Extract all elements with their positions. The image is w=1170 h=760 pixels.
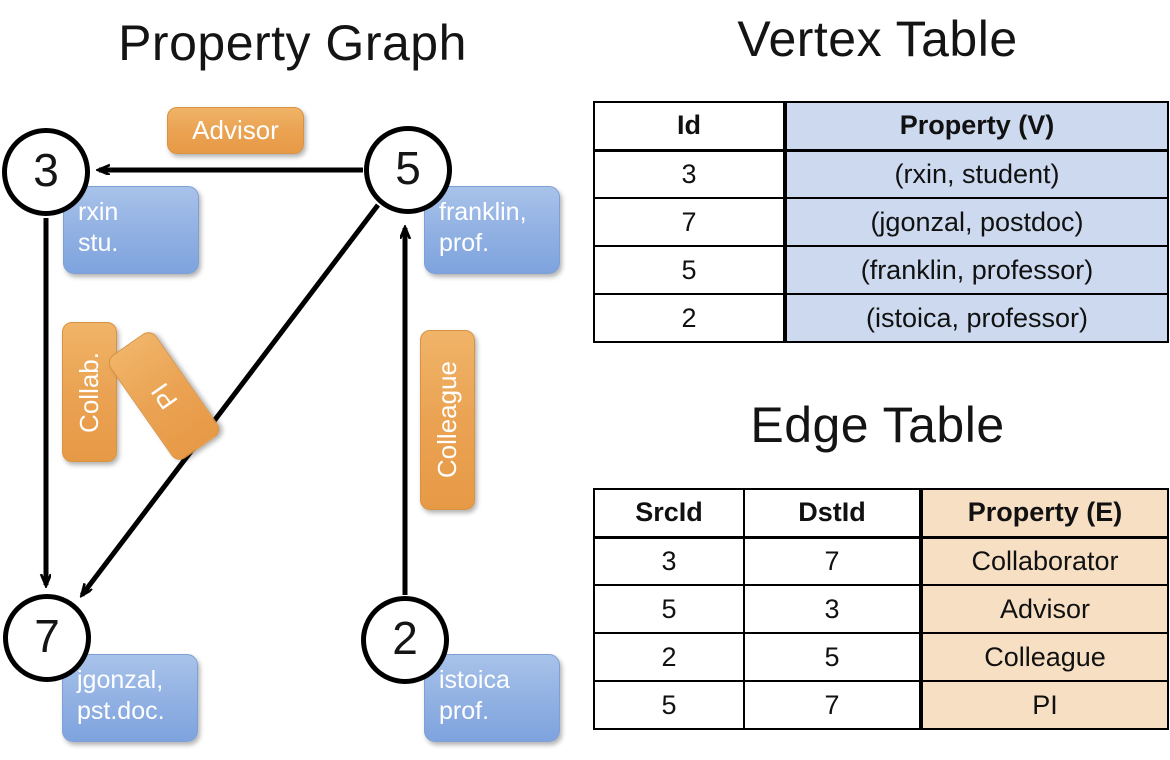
edge-label-colleague-text: Colleague xyxy=(432,361,462,479)
table-row: 7 (jgonzal, postdoc) xyxy=(593,197,1169,247)
page-title-vertex-table: Vertex Table xyxy=(737,11,1018,67)
vertex-row-1-id: 7 xyxy=(593,197,786,247)
edge-row-2-dst: 5 xyxy=(743,632,922,682)
page-title-edge-table: Edge Table xyxy=(750,397,1005,453)
edge-label-colleague: Colleague xyxy=(420,330,475,510)
vertex-row-0-property: (rxin, student) xyxy=(783,149,1169,199)
vertex-row-1-property: (jgonzal, postdoc) xyxy=(783,197,1169,247)
vertex-property-callout-7: jgonzal, pst.doc. xyxy=(62,654,198,742)
edge-row-1-dst: 3 xyxy=(743,584,922,634)
table-row: 3 7 Collaborator xyxy=(593,536,1169,586)
table-row: 2 (istoica, professor) xyxy=(593,293,1169,343)
edge-row-0-property: Collaborator xyxy=(919,536,1169,586)
edge-row-3-property: PI xyxy=(919,680,1169,730)
graph-edge-pi xyxy=(82,203,380,595)
edge-row-0-dst: 7 xyxy=(743,536,922,586)
table-row: 3 (rxin, student) xyxy=(593,149,1169,199)
vertex-row-3-id: 2 xyxy=(593,293,786,343)
vertex-property-callout-2: istoica prof. xyxy=(424,654,560,742)
graph-node-3: 3 xyxy=(2,128,90,216)
edge-table-header-row: SrcId DstId Property (E) xyxy=(593,488,1169,539)
property-graph-diagram: Advisor Collab. PI Colleague rxin stu. f… xyxy=(0,0,585,760)
edge-label-pi-text: PI xyxy=(144,377,183,415)
vertex-row-2-id: 5 xyxy=(593,245,786,295)
graph-node-2: 2 xyxy=(361,596,449,684)
edge-row-1-src: 5 xyxy=(593,584,745,634)
edge-row-2-src: 2 xyxy=(593,632,745,682)
edge-row-0-src: 3 xyxy=(593,536,745,586)
edge-row-3-dst: 7 xyxy=(743,680,922,730)
edge-table: SrcId DstId Property (E) 3 7 Collaborato… xyxy=(593,488,1169,730)
vertex-row-0-id: 3 xyxy=(593,149,786,199)
graph-node-5-label: 5 xyxy=(395,142,421,194)
graph-edges-svg xyxy=(0,0,585,760)
edge-label-advisor: Advisor xyxy=(167,107,304,154)
table-row: 2 5 Colleague xyxy=(593,632,1169,682)
vertex-table-header-id: Id xyxy=(593,101,786,152)
vertex-table-header-row: Id Property (V) xyxy=(593,101,1169,152)
table-row: 5 3 Advisor xyxy=(593,584,1169,634)
vertex-property-callout-5: franklin, prof. xyxy=(424,186,560,274)
edge-table-header-dstid: DstId xyxy=(743,488,922,539)
page-title-property-graph: Property Graph xyxy=(118,15,467,71)
edge-row-1-property: Advisor xyxy=(919,584,1169,634)
vertex-row-2-property: (franklin, professor) xyxy=(783,245,1169,295)
table-row: 5 7 PI xyxy=(593,680,1169,730)
edge-row-3-src: 5 xyxy=(593,680,745,730)
edge-label-advisor-text: Advisor xyxy=(192,115,279,145)
graph-node-3-label: 3 xyxy=(33,144,59,196)
edge-table-header-property: Property (E) xyxy=(919,488,1169,539)
edge-label-collab: Collab. xyxy=(62,322,117,462)
edge-row-2-property: Colleague xyxy=(919,632,1169,682)
edge-table-header-srcid: SrcId xyxy=(593,488,745,539)
graph-node-7-label: 7 xyxy=(34,610,60,662)
edge-label-collab-text: Collab. xyxy=(74,351,104,433)
graph-node-5: 5 xyxy=(364,126,452,214)
graph-node-7: 7 xyxy=(3,594,91,682)
graph-node-2-label: 2 xyxy=(392,612,418,664)
vertex-table: Id Property (V) 3 (rxin, student) 7 (jgo… xyxy=(593,101,1169,343)
vertex-row-3-property: (istoica, professor) xyxy=(783,293,1169,343)
vertex-table-header-property: Property (V) xyxy=(783,101,1169,152)
vertex-property-callout-3: rxin stu. xyxy=(63,186,199,274)
table-row: 5 (franklin, professor) xyxy=(593,245,1169,295)
